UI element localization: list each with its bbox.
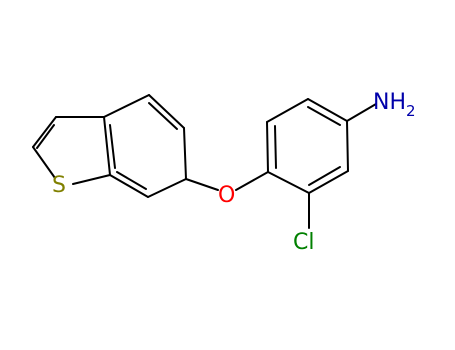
bond-c2-s — [32, 146, 56, 179]
bond-c3-c2-outer — [32, 116, 57, 148]
bond-c3a-c4 — [103, 94, 150, 118]
bond-c1-c2 — [266, 121, 269, 173]
ether-linkage: O — [185, 171, 269, 208]
bond-c6-c1 — [267, 171, 310, 194]
amine-atom-label: NH2 — [373, 90, 416, 120]
bond-c5-c6 — [183, 127, 187, 180]
bond-c4-n — [346, 103, 377, 122]
bond-c4-c5 — [148, 94, 185, 129]
bond-c6-c7 — [147, 178, 187, 198]
bond-c4-c5-inner — [148, 102, 178, 130]
oxygen-atom-label: O — [218, 183, 235, 208]
bond-c3-c3a — [103, 116, 111, 176]
bond-c5-c6-inner — [308, 166, 341, 186]
bond-c3-c2-inner — [36, 124, 55, 149]
bond-c7-c7a-inner — [116, 171, 147, 190]
chlorine-atom-label: Cl — [293, 230, 314, 255]
bond-c2-c3 — [266, 98, 309, 123]
bond-c3-c4-inner — [307, 106, 341, 126]
chloroaniline-group: NH2 Cl — [266, 90, 416, 255]
bond-c4-c5 — [346, 120, 349, 172]
bond-c1-c2-inner — [274, 125, 277, 169]
bond-c3-c4 — [307, 98, 348, 122]
bond-s-c7a — [72, 174, 111, 185]
bond-c6-o — [185, 178, 219, 191]
bond-c5-c6 — [308, 170, 349, 194]
sulfur-atom-label: S — [52, 173, 66, 198]
bond-o-c1prime — [235, 171, 269, 191]
benzothiophene-group: S — [32, 94, 187, 198]
bond-c7-c7a — [109, 174, 149, 198]
bond-c3a-c7a-inner — [109, 124, 116, 169]
